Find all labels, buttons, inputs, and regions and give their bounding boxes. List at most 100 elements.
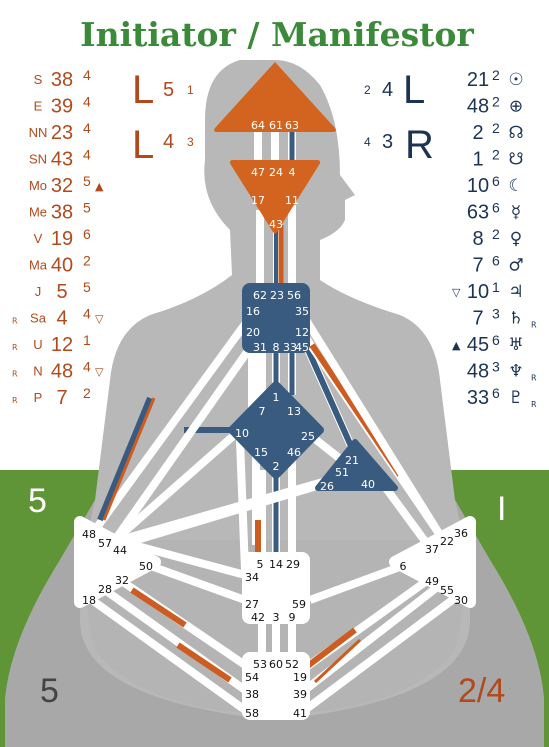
design-planet-gate-6: 19 <box>51 228 73 250</box>
design-planet-arrow-9: ▽ <box>95 313 104 326</box>
personality-planet-gate-4: 10 <box>467 175 489 197</box>
design-planet-symbol-4: Mo <box>29 178 47 193</box>
channel-20-57 <box>111 342 256 543</box>
personality-planet-line-12: 6 <box>492 385 500 401</box>
design-planet-line-1: 4 <box>83 94 91 110</box>
design-retro-9: R <box>12 317 18 326</box>
personality-retro-11: R <box>531 374 537 383</box>
personality-planet-symbol-12: ♇ <box>508 388 523 408</box>
variable-right-top-number: 4 <box>382 79 393 101</box>
gate-throat-16: 16 <box>246 305 260 318</box>
personality-planet-gate-7: 7 <box>472 255 483 277</box>
gate-spleen-48: 48 <box>82 528 96 541</box>
personality-planet-gate-11: 48 <box>467 361 489 383</box>
personality-planet-symbol-9: ♄ <box>508 309 523 329</box>
throat-center <box>242 283 310 353</box>
design-planet-symbol-8: J <box>35 284 42 299</box>
channel-18-58 <box>89 596 248 714</box>
channel-40-37 <box>376 477 434 551</box>
gate-sacral-14: 14 <box>269 558 283 571</box>
personality-planet-line-8: 1 <box>492 279 500 295</box>
channel-45-21-pers <box>303 343 358 457</box>
design-planet-line-0: 4 <box>83 67 91 83</box>
gate-ajna-11: 11 <box>285 194 299 207</box>
variable-right-bottom-sub: 4 <box>364 135 371 149</box>
gate-root-52: 52 <box>285 658 299 671</box>
channel-16-48-design <box>102 397 156 521</box>
root-center <box>242 652 310 720</box>
personality-retro-12: R <box>531 400 537 409</box>
gate-heart-51: 51 <box>335 466 349 479</box>
corner-mid-right: I <box>497 490 506 528</box>
gate-spleen-28: 28 <box>98 583 112 596</box>
variable-left-top-sub: 1 <box>187 83 194 97</box>
gate-sacral-42: 42 <box>251 611 265 624</box>
design-planet-symbol-3: SN <box>29 152 47 167</box>
gate-sacral-59: 59 <box>292 598 306 611</box>
gate-g-25: 25 <box>301 430 315 443</box>
personality-planet-symbol-3: ☋ <box>508 150 523 170</box>
design-planet-gate-11: 48 <box>51 361 73 383</box>
gate-g-13: 13 <box>287 405 301 418</box>
design-planet-line-3: 4 <box>83 147 91 163</box>
design-planet-symbol-7: Ma <box>29 258 48 273</box>
design-planet-gate-12: 7 <box>56 387 67 409</box>
design-planet-line-7: 2 <box>83 253 91 269</box>
variable-left-bottom-sub: 3 <box>187 135 194 149</box>
personality-planet-line-0: 2 <box>492 67 500 83</box>
gate-ajna-24: 24 <box>269 166 283 179</box>
gate-root-41: 41 <box>293 707 307 720</box>
gate-solar-plexus-55: 55 <box>440 584 454 597</box>
design-retro-10: R <box>12 343 18 352</box>
personality-planet-gate-10: 45 <box>467 334 489 356</box>
channel-16-48 <box>91 317 252 533</box>
design-planet-gate-10: 12 <box>51 334 73 356</box>
variable-left-top-number: 5 <box>163 79 174 101</box>
channel-32-54-design <box>130 587 187 628</box>
design-planet-line-11: 4 <box>83 359 91 375</box>
gate-throat-31: 31 <box>253 341 267 354</box>
gate-sacral-27: 27 <box>245 598 259 611</box>
gate-solar-plexus-6: 6 <box>400 560 407 573</box>
gate-spleen-44: 44 <box>113 544 127 557</box>
gate-root-38: 38 <box>245 688 259 701</box>
personality-planet-symbol-4: ☾ <box>508 176 523 196</box>
channel-36-35 <box>302 317 444 538</box>
gate-ajna-17: 17 <box>251 194 265 207</box>
gate-ajna-4: 4 <box>289 166 296 179</box>
gate-solar-plexus-49: 49 <box>425 575 439 588</box>
personality-planet-gate-8: 10 <box>467 281 489 303</box>
channel-28-38-design <box>176 642 232 683</box>
personality-planet-line-11: 3 <box>492 359 500 375</box>
design-planet-symbol-6: V <box>34 231 43 246</box>
variable-right-bottom-number: 3 <box>382 131 393 153</box>
design-planet-gate-5: 38 <box>51 202 73 224</box>
gate-spleen-57: 57 <box>98 537 112 550</box>
variable-left-bottom-letter: L <box>132 123 154 167</box>
gate-root-39: 39 <box>293 688 307 701</box>
design-retro-11: R <box>12 370 18 379</box>
body-lower <box>5 500 544 747</box>
variable-left-bottom-number: 4 <box>163 131 174 153</box>
channel-55-39-design <box>313 638 362 684</box>
design-planet-gate-2: 23 <box>51 122 73 144</box>
gate-g-15: 15 <box>254 446 268 459</box>
gate-solar-plexus-36: 36 <box>454 527 468 540</box>
design-planet-symbol-0: S <box>34 72 43 87</box>
personality-planet-symbol-6: ♀ <box>510 229 522 249</box>
personality-planet-symbol-1: ⊕ <box>509 97 523 117</box>
personality-planet-gate-6: 8 <box>472 228 483 250</box>
gate-throat-45: 45 <box>295 341 309 354</box>
gate-heart-26: 26 <box>320 480 334 493</box>
gate-root-19: 19 <box>293 671 307 684</box>
channel-10-57 <box>112 426 243 544</box>
design-planet-symbol-9: Sa <box>30 311 47 326</box>
personality-planet-arrow-8: ▽ <box>452 286 461 299</box>
design-planet-gate-8: 5 <box>56 281 67 303</box>
personality-planet-symbol-7: ♂ <box>508 256 523 276</box>
gate-head-64: 64 <box>251 119 265 132</box>
gate-root-60: 60 <box>269 658 283 671</box>
